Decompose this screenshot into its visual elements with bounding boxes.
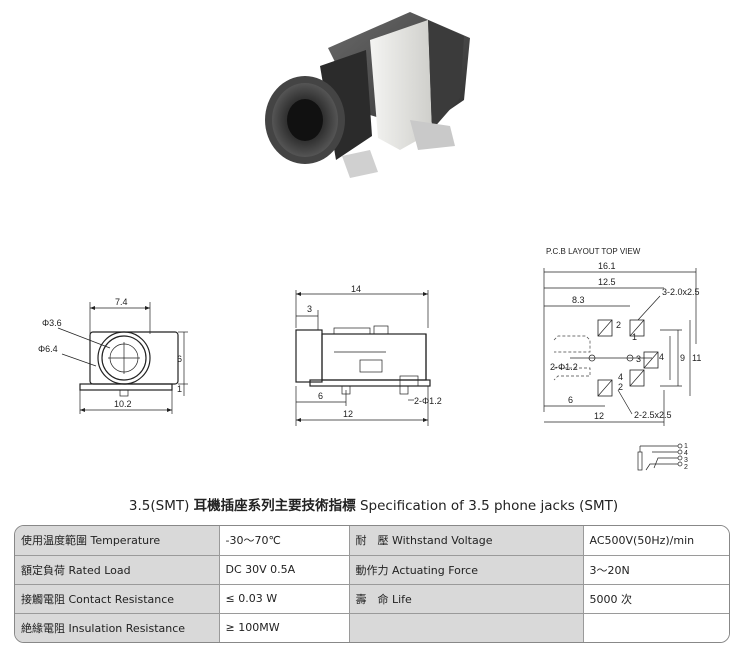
spec-label: 絶緣電阻 Insulation Resistance	[15, 612, 220, 642]
dim-inner-dia: Φ3.6	[42, 318, 62, 328]
table-row: 接觸電阻 Contact Resistance ≤ 0.03 W 壽 命 Lif…	[15, 583, 729, 614]
spec-table: 使用温度範圍 Temperature -30～70℃ 耐 壓 Withstand…	[14, 525, 730, 643]
dim-pos: 6	[318, 391, 323, 401]
spec-label: 壽 命 Life	[348, 583, 584, 614]
dim-6: 6	[568, 395, 573, 405]
spec-label: 額定負荷 Rated Load	[15, 554, 220, 585]
dim-width: 7.4	[115, 297, 128, 307]
dim-12-5: 12.5	[598, 277, 616, 287]
pads-2: 2-2.5x2.5	[634, 410, 672, 420]
dim-length: 14	[351, 284, 361, 294]
table-row: 使用温度範圍 Temperature -30～70℃ 耐 壓 Withstand…	[15, 526, 729, 556]
dim-12: 12	[594, 411, 604, 421]
caption-en: Specification of 3.5 phone jacks (SMT)	[359, 498, 619, 514]
dim-base: 10.2	[114, 399, 132, 409]
schem-2: 2	[684, 464, 688, 471]
schem-3: 3	[684, 457, 688, 464]
spec-label: 動作力 Actuating Force	[348, 554, 584, 585]
dim-8-3: 8.3	[572, 295, 585, 305]
spec-caption: 3.5(SMT) 耳機插座系列主要技術指標 Specification of 3…	[0, 494, 747, 514]
dim-total: 12	[343, 409, 353, 419]
table-row: 額定負荷 Rated Load DC 30V 0.5A 動作力 Actuatin…	[15, 554, 729, 585]
spec-value: 5000 次	[582, 583, 729, 614]
product-photo	[265, 12, 470, 178]
front-view-drawing: 7.4 Φ3.6 Φ6.4 6 1 10.2	[38, 297, 188, 414]
dim-height2: 1	[177, 384, 182, 394]
spec-label: 耐 壓 Withstand Voltage	[348, 526, 584, 556]
pad-label-3: 3	[636, 354, 641, 364]
dim-height: 6	[177, 354, 182, 364]
spec-value: ≥ 100MW	[218, 612, 350, 642]
pad-label-1: 1	[632, 332, 637, 342]
spec-value: 3～20N	[582, 554, 729, 585]
dim-11: 11	[692, 353, 701, 363]
caption-prefix: 3.5(SMT)	[128, 498, 190, 514]
spec-value: DC 30V 0.5A	[218, 554, 350, 585]
dim-4: 4	[659, 352, 664, 362]
hole-dim: 2-Φ1.2	[550, 362, 578, 372]
pcb-title: P.C.B LAYOUT TOP VIEW	[546, 247, 641, 256]
dim-outer-dia: Φ6.4	[38, 344, 58, 354]
dim-16-1: 16.1	[598, 261, 616, 271]
pads-3: 3-2.0x2.5	[662, 287, 700, 297]
caption-cn: 耳機插座系列主要技術指標	[193, 498, 356, 514]
spec-value	[582, 612, 729, 642]
schem-4: 4	[684, 450, 688, 457]
dim-offset: 3	[307, 304, 312, 314]
pad-label-2a: 2	[616, 320, 621, 330]
spec-value: AC500V(50Hz)/min	[582, 526, 729, 556]
side-view-drawing: 14 3 6 2-Φ1.2 12	[295, 284, 442, 426]
spec-label: 使用温度範圍 Temperature	[15, 526, 220, 556]
pad-label-2b: 2	[618, 382, 623, 392]
pcb-layout-drawing: P.C.B LAYOUT TOP VIEW 16.1 12.5 8.3 3-2.…	[543, 247, 701, 426]
schem-1: 1	[684, 443, 688, 450]
spec-value: -30～70℃	[218, 526, 350, 556]
spec-value: ≤ 0.03 W	[218, 583, 350, 614]
dim-9: 9	[680, 353, 685, 363]
spec-label	[348, 612, 584, 642]
pad-label-4: 4	[618, 372, 623, 382]
table-row: 絶緣電阻 Insulation Resistance ≥ 100MW	[15, 612, 729, 642]
spec-label: 接觸電阻 Contact Resistance	[15, 583, 220, 614]
schematic-symbol: 1 4 3 2	[637, 443, 688, 471]
